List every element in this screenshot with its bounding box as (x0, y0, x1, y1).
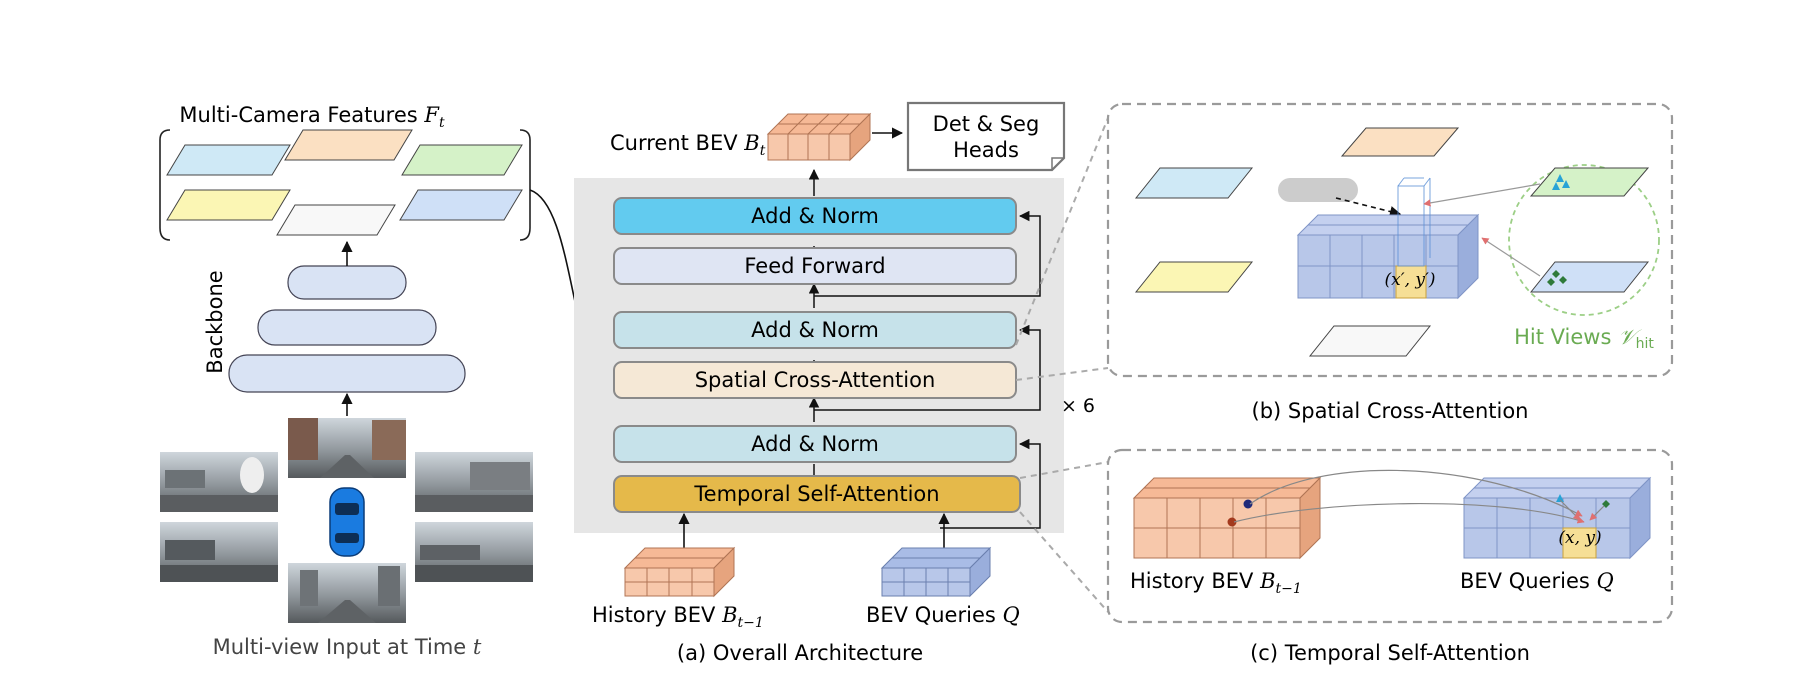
camera-images-group (160, 418, 533, 623)
camera-back-right (415, 522, 533, 582)
features-title: Multi-Camera Features Ft (179, 103, 445, 131)
temporal-queries-label: BEV Queries Q (1460, 569, 1614, 593)
spatial-caption: (b) Spatial Cross-Attention (1252, 399, 1529, 423)
hit-view-green-markers (1547, 270, 1567, 286)
feed-forward-label: Feed Forward (744, 254, 885, 278)
backbone-stage-2 (257, 309, 437, 346)
heads-line2: Heads (953, 138, 1019, 162)
feature-map-3 (401, 144, 523, 176)
add-norm-1-label: Add & Norm (751, 432, 879, 456)
spatial-view-1 (1134, 167, 1254, 199)
temporal-panel-border (1106, 448, 1674, 624)
spatial-cross-attention-label: Spatial Cross-Attention (695, 368, 936, 392)
feature-map-5 (276, 204, 396, 236)
spatial-zoom-line-top (1015, 117, 1109, 346)
feed-forward-block (613, 247, 1017, 285)
hit-views-circle (1508, 164, 1660, 316)
backbone-stage-1 (228, 354, 466, 393)
query-sample-blue (1556, 494, 1564, 502)
backbone-label: Backbone (203, 270, 227, 373)
bev-queries-label: BEV Queries Q (866, 603, 1020, 627)
feature-map-2 (284, 129, 413, 161)
spatial-view-2 (1340, 127, 1460, 157)
temporal-attention-arc-2 (1233, 502, 1585, 524)
history-sample-point-1 (1243, 499, 1253, 509)
residual-3-arrow (814, 210, 1041, 297)
backbone-stage-3 (287, 265, 407, 300)
spatial-bev-grid (1296, 177, 1480, 300)
hit-view-green (1529, 167, 1650, 197)
right-bracket (519, 129, 531, 241)
ego-car-icon (329, 487, 365, 557)
history-bev-label: History BEV Bt−1 (592, 603, 764, 631)
residual-1-arrow (940, 438, 1041, 529)
history-sample-point-2 (1227, 517, 1237, 527)
hit-view-blue-markers (1552, 174, 1570, 190)
encoder-background (574, 178, 1064, 533)
spatial-zoom-line-bottom (1015, 367, 1109, 381)
temporal-zoom-line-top (1019, 461, 1109, 479)
temporal-local-arrow-1 (1559, 499, 1581, 521)
add-norm-block-3 (613, 197, 1017, 235)
current-bev-label: Current BEV Bt (610, 131, 766, 159)
hit-view-line-2 (1481, 237, 1541, 277)
hit-view-blue (1529, 261, 1650, 293)
feature-map-6 (399, 189, 523, 221)
feature-map-4 (166, 189, 291, 221)
input-caption: Multi-view Input at Time t (213, 635, 482, 659)
sampling-dashed-arrow (1335, 197, 1402, 217)
history-bev-grid (623, 546, 736, 598)
temporal-history-grid (1132, 476, 1322, 560)
add-norm-block-1 (613, 425, 1017, 463)
temporal-history-label: History BEV Bt−1 (1130, 569, 1302, 597)
temporal-local-arrow-2 (1589, 505, 1605, 521)
left-bracket (159, 129, 171, 241)
spatial-view-4 (1134, 261, 1254, 293)
spatial-view-5 (1308, 325, 1432, 357)
det-seg-heads-box (906, 101, 1066, 172)
temporal-attention-arc-1 (1249, 469, 1583, 517)
heads-line1: Det & Seg (933, 112, 1040, 136)
temporal-self-attention-label: Temporal Self-Attention (693, 482, 939, 506)
add-norm-block-2 (613, 311, 1017, 349)
temporal-caption: (c) Temporal Self-Attention (1250, 641, 1530, 665)
residual-2-arrow (814, 324, 1041, 411)
blurred-feature (1278, 178, 1358, 202)
spatial-point-label: (x′, y′) (1385, 270, 1436, 290)
multi-camera-features-group: Multi-Camera Features Ft (159, 103, 531, 241)
add-norm-2-label: Add & Norm (751, 318, 879, 342)
repeat-label: × 6 (1061, 395, 1095, 417)
current-bev-grid (766, 112, 872, 162)
camera-front-left (160, 452, 278, 512)
bev-queries-grid (880, 546, 992, 598)
hit-views-label: Hit Views 𝒱hit (1514, 325, 1654, 352)
hit-view-line-1 (1423, 183, 1541, 207)
camera-back (288, 563, 406, 623)
temporal-point-label: (x, y) (1558, 528, 1601, 548)
temporal-highlight-cell (1562, 527, 1597, 559)
architecture-caption: (a) Overall Architecture (677, 641, 923, 665)
temporal-zoom-line-bottom (1019, 511, 1109, 613)
camera-back-left (160, 522, 278, 582)
camera-front (288, 418, 406, 478)
temporal-queries-grid (1462, 476, 1652, 560)
temporal-self-attention-block (613, 475, 1021, 513)
add-norm-3-label: Add & Norm (751, 204, 879, 228)
camera-front-right (415, 452, 533, 512)
feature-map-1 (166, 144, 291, 176)
spatial-panel-border (1106, 102, 1674, 378)
backbone-group: Backbone (203, 240, 466, 416)
